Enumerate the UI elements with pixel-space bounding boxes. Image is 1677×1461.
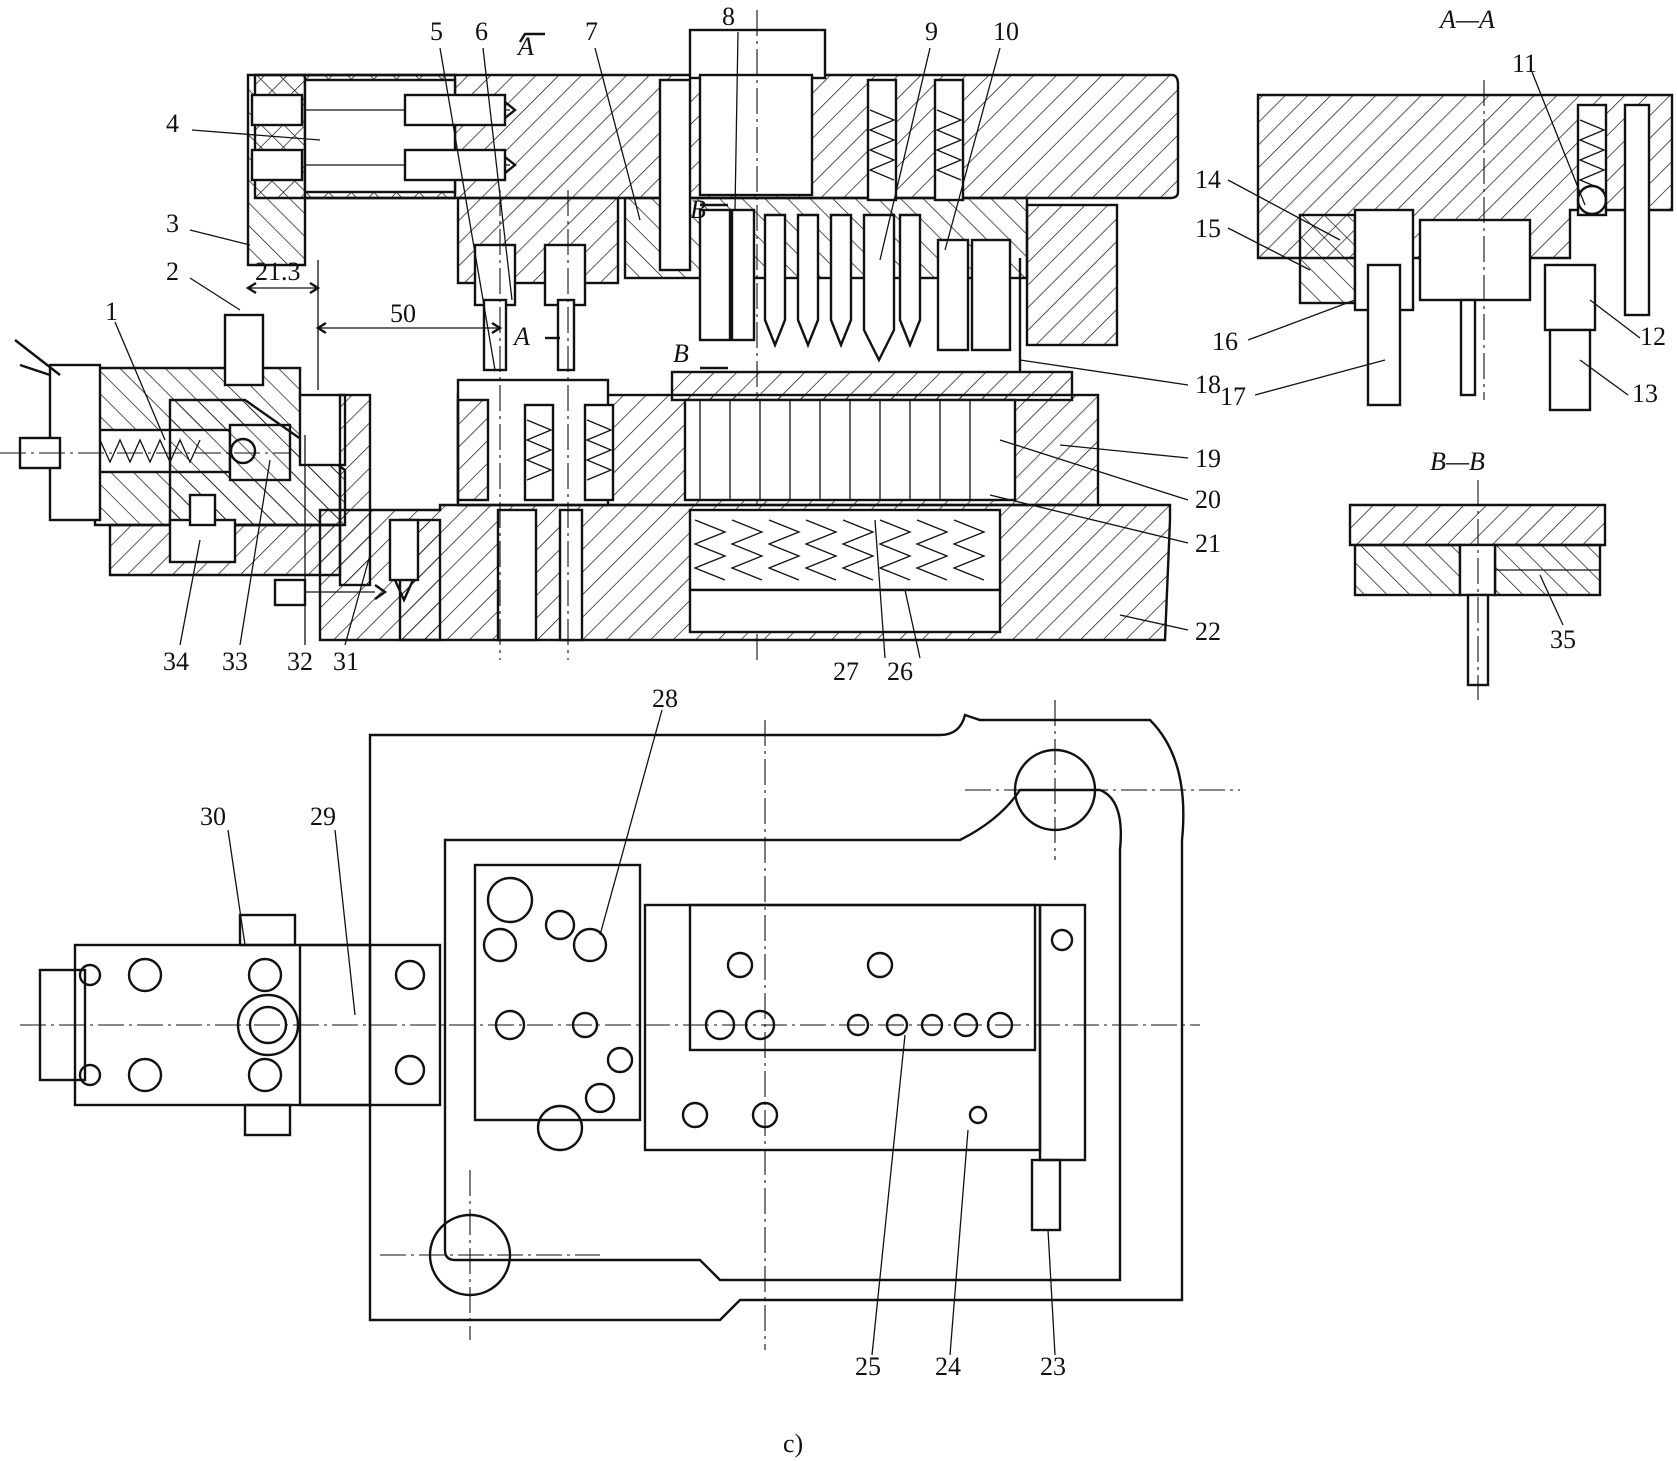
part-label-17: 17 <box>1220 382 1246 411</box>
part-label-8: 8 <box>722 2 735 31</box>
section-title-b-b: B—B <box>1430 447 1485 476</box>
part-label-29: 29 <box>310 802 336 831</box>
part-label-7: 7 <box>585 17 598 46</box>
part-label-2: 2 <box>166 257 179 286</box>
section-b-b-view <box>1348 480 1607 700</box>
section-title-a-a: A—A <box>1438 5 1495 34</box>
part-label-13: 13 <box>1632 379 1658 408</box>
part-label-20: 20 <box>1195 485 1221 514</box>
dimension-21-3: 21.3 <box>255 257 301 286</box>
part-label-22: 22 <box>1195 617 1221 646</box>
ejector-springs <box>693 519 986 581</box>
part-label-25: 25 <box>855 1352 881 1381</box>
part-label-19: 19 <box>1195 444 1221 473</box>
dimension-labels: 21.3 50 <box>255 257 416 328</box>
part-label-14: 14 <box>1195 165 1221 194</box>
section-a-a-view <box>1256 80 1674 412</box>
part-label-28: 28 <box>652 684 678 713</box>
part-label-24: 24 <box>935 1352 961 1381</box>
part-label-11: 11 <box>1512 49 1537 78</box>
part-label-26: 26 <box>887 657 913 686</box>
front-section-view <box>0 10 1180 660</box>
part-label-1: 1 <box>105 297 118 326</box>
part-label-21: 21 <box>1195 529 1221 558</box>
die-holes <box>699 400 971 500</box>
part-label-34: 34 <box>163 647 189 676</box>
part-number-labels: 1 2 3 4 5 6 7 8 9 10 11 12 13 14 15 16 1… <box>105 2 1666 1381</box>
part-label-18: 18 <box>1195 370 1221 399</box>
part-label-9: 9 <box>925 17 938 46</box>
dimension-50: 50 <box>390 299 416 328</box>
part-label-3: 3 <box>166 209 179 238</box>
part-label-35: 35 <box>1550 625 1576 654</box>
dimension-lines <box>245 32 728 390</box>
part-label-16: 16 <box>1212 327 1238 356</box>
section-mark-a-punch: A <box>512 322 530 351</box>
leader-lines <box>114 31 1641 1356</box>
part-label-30: 30 <box>200 802 226 831</box>
part-label-15: 15 <box>1195 214 1221 243</box>
part-label-6: 6 <box>475 17 488 46</box>
section-mark-b-top: B <box>690 195 706 224</box>
section-mark-a-top: A <box>516 32 534 61</box>
section-mark-b-lower: B <box>673 339 689 368</box>
plan-view <box>20 700 1240 1350</box>
part-label-10: 10 <box>993 17 1019 46</box>
part-label-12: 12 <box>1640 322 1666 351</box>
part-label-23: 23 <box>1040 1352 1066 1381</box>
part-label-31: 31 <box>333 647 359 676</box>
section-titles: A—A B—B A A B B <box>512 5 1495 476</box>
figure-caption: c) <box>783 1429 803 1458</box>
part-label-4: 4 <box>166 109 179 138</box>
part-label-5: 5 <box>430 17 443 46</box>
part-label-27: 27 <box>833 657 859 686</box>
part-label-33: 33 <box>222 647 248 676</box>
part-label-32: 32 <box>287 647 313 676</box>
